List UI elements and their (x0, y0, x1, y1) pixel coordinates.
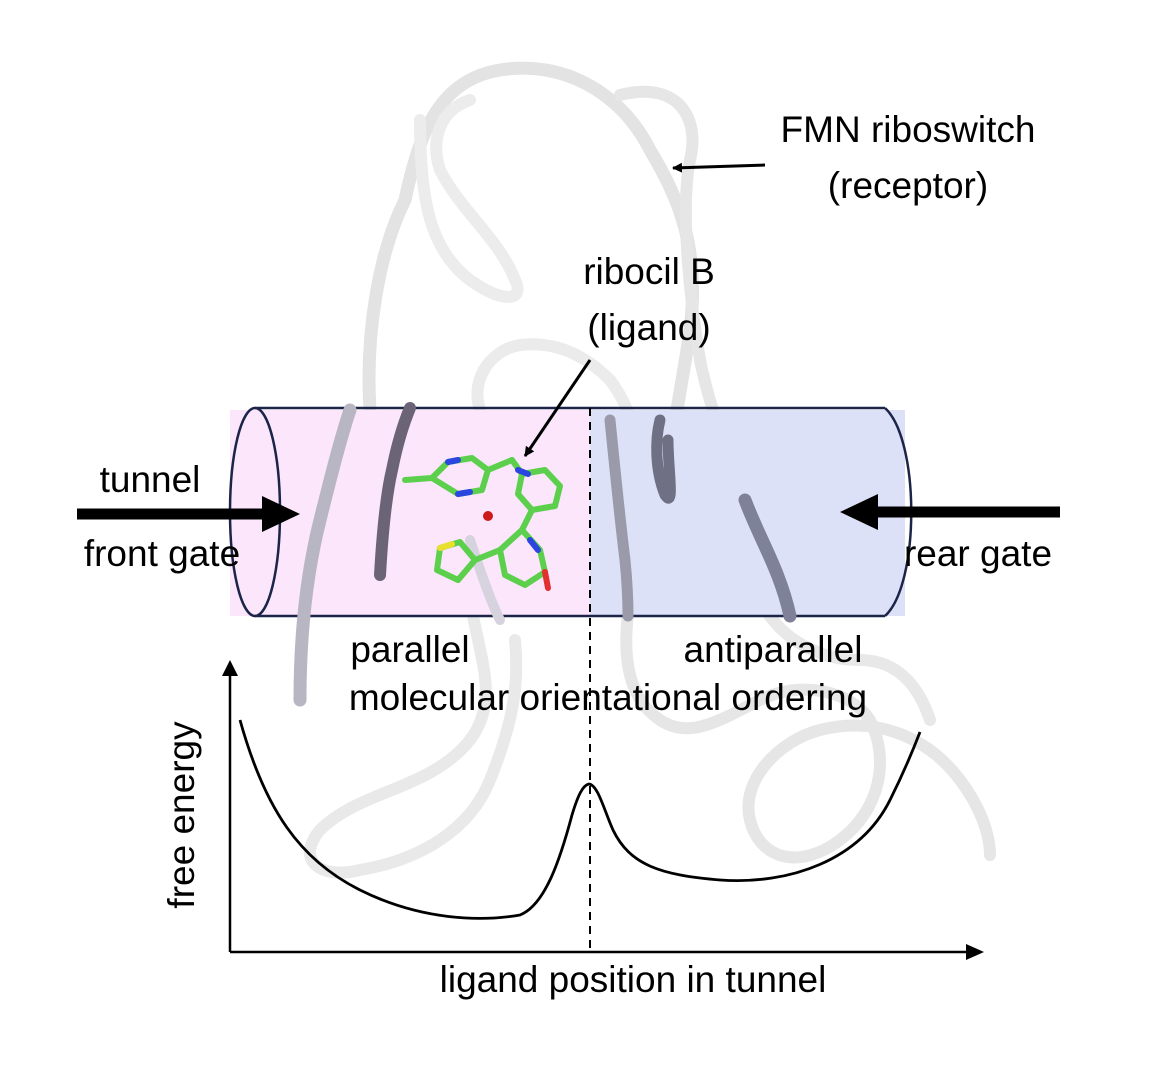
ligand-pointer-arrow (523, 359, 592, 457)
ligand-n-atom-2 (445, 457, 461, 465)
parallel-label: parallel (350, 629, 469, 670)
riboswitch-ribbon (304, 61, 996, 879)
front-gate-label: front gate (84, 533, 240, 574)
ligand-ring-link (519, 507, 535, 533)
free-energy-plot (222, 660, 984, 960)
ribbon-strand-loop-top (362, 61, 700, 507)
ribbon-strand-hairpin (414, 94, 524, 303)
x-axis-label: ligand position in tunnel (440, 959, 827, 1000)
tunnel-label: tunnel (100, 459, 201, 500)
y-axis-label: free energy (161, 721, 202, 909)
ribbon-strand-lower-left (304, 594, 523, 879)
ribbon-front-right-strand (738, 493, 797, 623)
antiparallel-label: antiparallel (684, 629, 863, 670)
ligand-thiophene-link (472, 547, 503, 563)
ligand-methyl-bond (402, 475, 435, 483)
ribbon-strand-far-right (754, 594, 936, 726)
receptor-label-line1: FMN riboswitch (781, 109, 1036, 150)
ligand-label-line1: ribocil B (583, 251, 715, 292)
ligand-thiophene-ring (434, 539, 478, 583)
ligand-n-atom-1 (455, 489, 473, 497)
water-molecule (483, 511, 493, 521)
ligand-piperidine-ring (515, 467, 563, 513)
ligand-linker-1 (485, 457, 515, 473)
tunnel-cylinder (228, 406, 913, 618)
front-gate-arrow (77, 496, 300, 532)
ligand-label-line2: (ligand) (587, 307, 710, 348)
ribbon-front-rear-hairpin (651, 414, 676, 504)
ribbon-front-center-strand (465, 535, 505, 625)
ribbon-front-left-strand (293, 403, 357, 707)
rear-gate-arrow (840, 494, 1060, 530)
ribbon-strand-lower-right (620, 594, 996, 864)
x-axis-arrowhead (966, 944, 984, 960)
ligand-o-bond (542, 569, 551, 591)
ligand-n-atom-4 (527, 537, 541, 553)
ordering-label: molecular orientational ordering (349, 677, 867, 718)
ribbon-front-left-hairpin (374, 402, 416, 581)
ribbon-front-mid-strand (604, 414, 634, 622)
free-energy-curve (238, 719, 922, 920)
ligand-ribocil-b (402, 455, 563, 591)
ligand-s-atom (437, 541, 455, 551)
riboswitch-ribbon-front (293, 402, 797, 707)
y-axis-arrowhead (222, 660, 238, 676)
receptor-pointer-arrow (672, 162, 766, 173)
rear-gate-label: rear gate (904, 533, 1052, 574)
receptor-label-line2: (receptor) (828, 165, 988, 206)
ligand-n-atom-3 (515, 467, 531, 477)
